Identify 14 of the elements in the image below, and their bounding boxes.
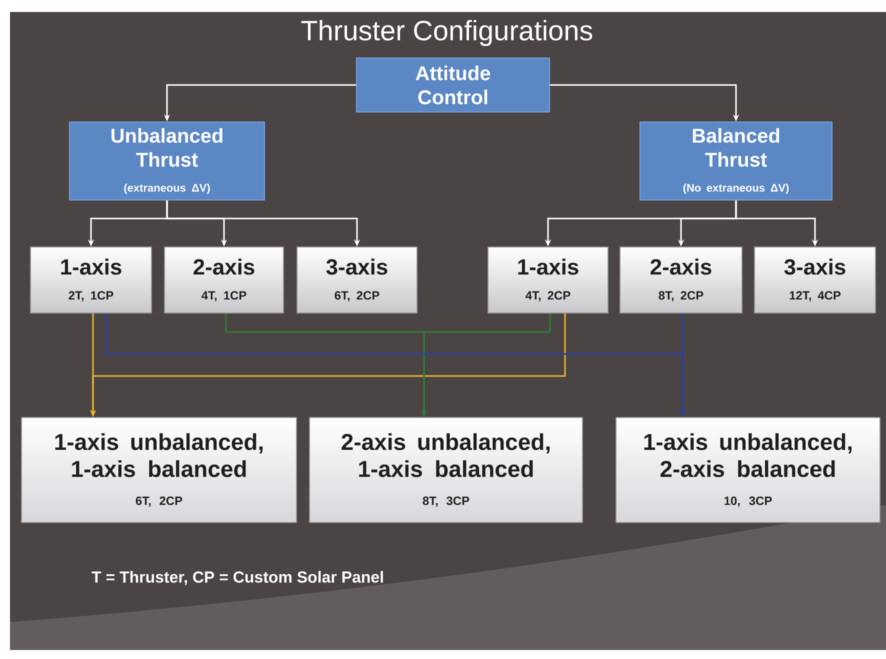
option-box: 2-axis 4T, 1CP bbox=[164, 246, 284, 314]
category-box: Balanced Thrust (No extraneous ΔV) bbox=[640, 122, 832, 200]
combination-box: 1-axis unbalanced, 2-axis balanced 10, 3CP bbox=[616, 417, 880, 523]
category-box: Unbalanced Thrust (extraneous ΔV) bbox=[69, 122, 265, 200]
option-box: 1-axis 2T, 1CP bbox=[30, 246, 152, 314]
option-box: 2-axis 8T, 2CP bbox=[620, 246, 742, 314]
note: T = Thruster, CP = Custom Solar Panel bbox=[92, 570, 383, 586]
combination-box: 1-axis unbalanced, 1-axis balanced 6T, 2CP bbox=[21, 417, 297, 523]
option-box: 1-axis 4T, 2CP bbox=[488, 246, 608, 314]
slide-title: Thruster Configurations bbox=[301, 20, 592, 46]
combination-box: 2-axis unbalanced, 1-axis balanced 8T, 3CP bbox=[309, 417, 583, 523]
category-box: Attitude Control bbox=[356, 58, 550, 112]
option-box: 3-axis 6T, 2CP bbox=[296, 246, 418, 314]
option-box: 3-axis 12T, 4CP bbox=[754, 246, 876, 314]
